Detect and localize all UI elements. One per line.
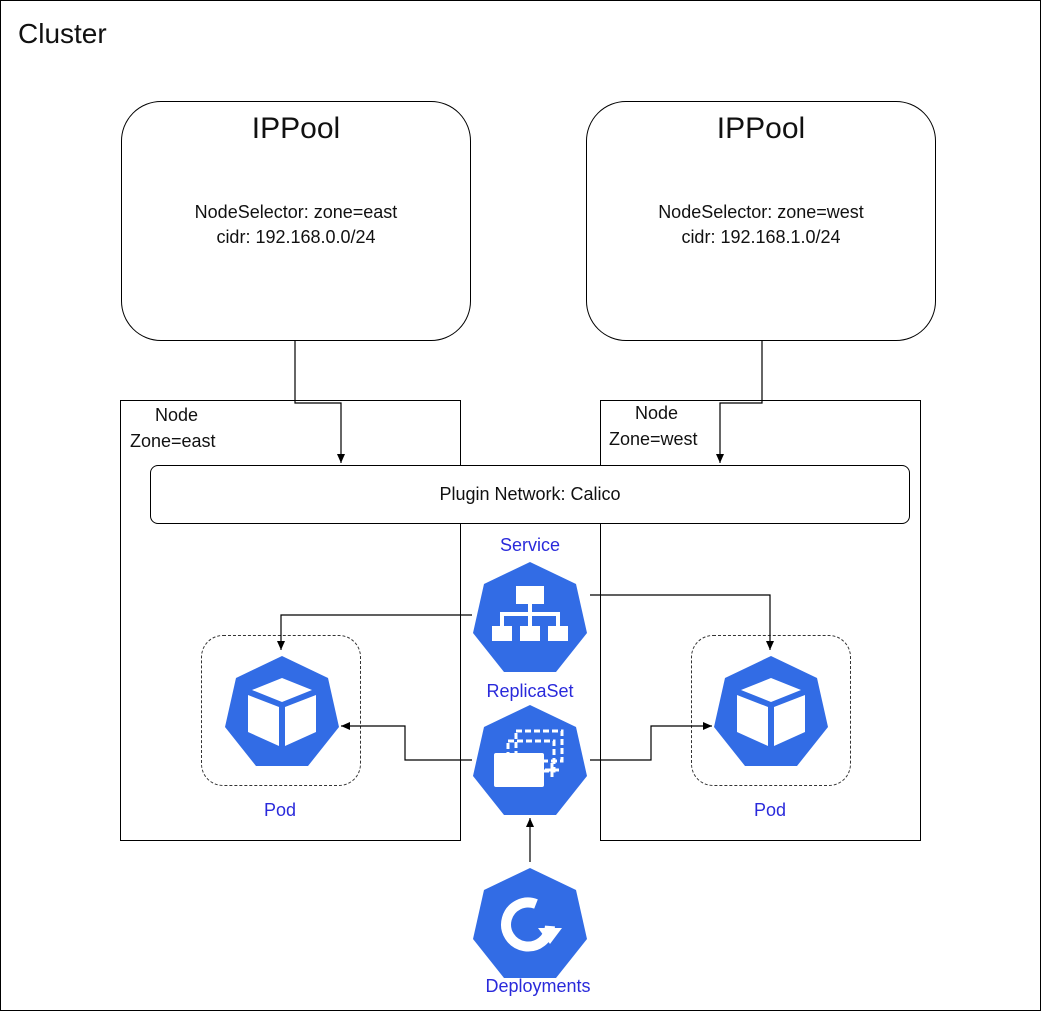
cluster-title: Cluster bbox=[18, 18, 107, 49]
ippool-east-title: IPPool bbox=[251, 112, 341, 145]
replicaset-label: ReplicaSet bbox=[486, 681, 574, 701]
replicaset-icon bbox=[473, 705, 587, 815]
pod-frame-right bbox=[691, 635, 851, 786]
plugin-network-box: Plugin Network: Calico bbox=[150, 465, 910, 524]
plugin-network-label: Plugin Network: Calico bbox=[439, 484, 621, 504]
node-west-zone: Zone=west bbox=[609, 429, 698, 449]
pod-left-icon bbox=[225, 656, 339, 766]
ippool-east-details: NodeSelector: zone=east cidr: 192.168.0.… bbox=[122, 200, 470, 250]
pod-left-label: Pod bbox=[263, 800, 297, 820]
service-icon bbox=[473, 562, 587, 672]
ippool-west-cidr: cidr: 192.168.1.0/24 bbox=[681, 227, 841, 247]
node-east-zone: Zone=east bbox=[130, 431, 216, 451]
pod-right-icon bbox=[714, 656, 828, 766]
ippool-east-selector: NodeSelector: zone=east bbox=[194, 202, 398, 222]
node-east-title: Node bbox=[155, 405, 199, 425]
ippool-east-cidr: cidr: 192.168.0.0/24 bbox=[216, 227, 376, 247]
node-west-title: Node bbox=[635, 403, 679, 423]
ippool-west-title: IPPool bbox=[716, 112, 806, 145]
deployments-label: Deployments bbox=[485, 976, 591, 996]
ippool-west-details: NodeSelector: zone=west cidr: 192.168.1.… bbox=[587, 200, 935, 250]
service-label: Service bbox=[499, 535, 561, 555]
ippool-east: IPPool NodeSelector: zone=east cidr: 192… bbox=[121, 101, 471, 341]
deployments-icon bbox=[473, 868, 587, 978]
pod-right-label: Pod bbox=[753, 800, 787, 820]
ippool-west: IPPool NodeSelector: zone=west cidr: 192… bbox=[586, 101, 936, 341]
ippool-west-selector: NodeSelector: zone=west bbox=[658, 202, 864, 222]
